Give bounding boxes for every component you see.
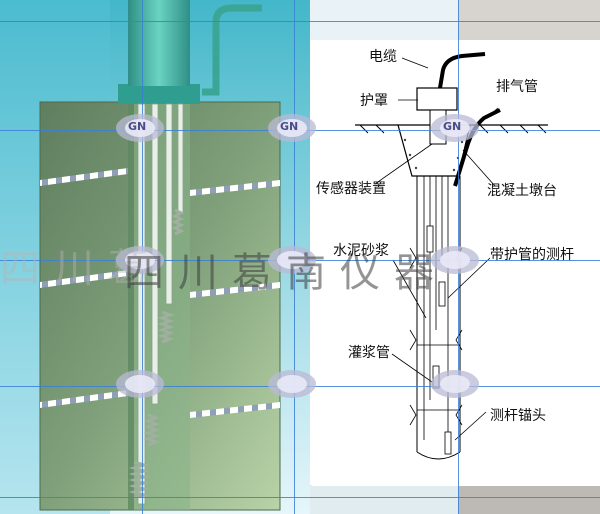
left-rendering <box>0 0 310 514</box>
label-sheathed-rod: 带护管的测杆 <box>490 247 574 263</box>
photo-background <box>310 0 600 514</box>
label-shield: 护罩 <box>360 93 388 109</box>
label-sensor-device: 传感器装置 <box>316 181 386 197</box>
label-concrete-pier: 混凝土墩台 <box>487 183 557 199</box>
logo-gn-1: GN <box>128 120 147 133</box>
cable-line <box>438 52 486 89</box>
logo-gn-3: GN <box>443 120 462 133</box>
label-cable: 电缆 <box>369 49 397 65</box>
label-grout-pipe: 灌浆管 <box>348 345 390 361</box>
watermark-text-background: 四川葛 <box>0 246 162 292</box>
watermark-logos <box>116 114 479 398</box>
mortar-stripes <box>40 168 280 418</box>
instrument-column <box>128 0 190 86</box>
protective-cover <box>416 87 458 111</box>
label-vent-pipe: 排气管 <box>496 79 538 95</box>
watermark-text: 四川葛南仪器 <box>124 250 448 296</box>
logo-gn-2: GN <box>280 120 299 133</box>
borehole-walls <box>416 176 461 452</box>
label-rod-anchor: 测杆锚头 <box>490 408 546 424</box>
label-cement-mortar: 水泥砂浆 <box>333 243 389 259</box>
